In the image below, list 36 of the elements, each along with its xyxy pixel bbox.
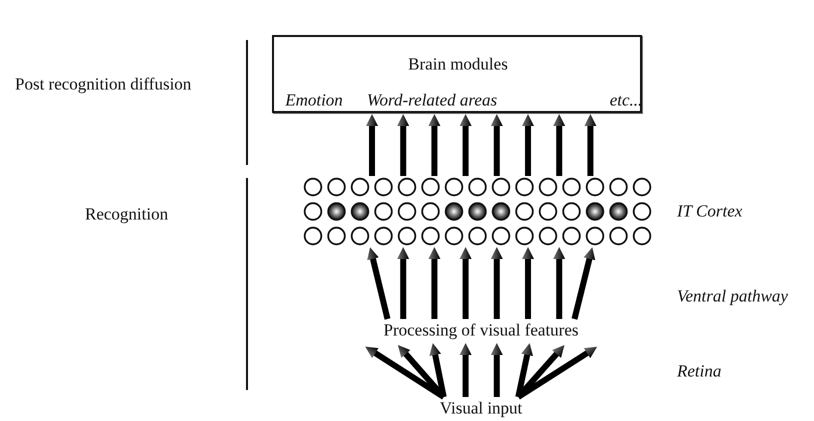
arrow <box>428 114 440 176</box>
module-label: Emotion <box>285 92 343 110</box>
arrow <box>490 343 503 397</box>
arrow <box>397 247 410 319</box>
arrow <box>398 345 446 399</box>
arrow <box>460 343 472 397</box>
arrow <box>460 247 472 319</box>
arrow <box>584 114 596 176</box>
stage-label: Recognition <box>85 206 168 224</box>
module-label: Word-related areas <box>366 92 498 110</box>
arrow <box>516 346 598 400</box>
arrow <box>490 114 503 176</box>
module-label: etc... <box>610 92 642 110</box>
arrow <box>365 346 446 400</box>
arrow <box>490 247 503 319</box>
layer-label: Ventral pathway <box>677 288 788 306</box>
stage-label: Post recognition diffusion <box>15 76 192 94</box>
arrow <box>460 114 472 176</box>
arrow <box>516 345 565 399</box>
arrow <box>522 114 534 176</box>
area-label: IT Cortex <box>677 202 742 222</box>
arrow <box>367 247 390 320</box>
arrow <box>553 114 566 176</box>
box-heading: Brain modules <box>408 56 508 74</box>
arrow <box>397 114 410 176</box>
layer-label: Retina <box>677 362 722 382</box>
arrow <box>429 343 447 398</box>
module-box <box>272 35 642 113</box>
arrow <box>553 247 566 319</box>
stage-label: Visual input <box>440 400 522 418</box>
arrow <box>515 343 534 398</box>
stage-label: Processing of visual features <box>384 322 578 340</box>
arrow <box>428 247 440 319</box>
arrow <box>522 247 534 319</box>
arrow <box>572 247 596 320</box>
arrow <box>366 114 378 176</box>
